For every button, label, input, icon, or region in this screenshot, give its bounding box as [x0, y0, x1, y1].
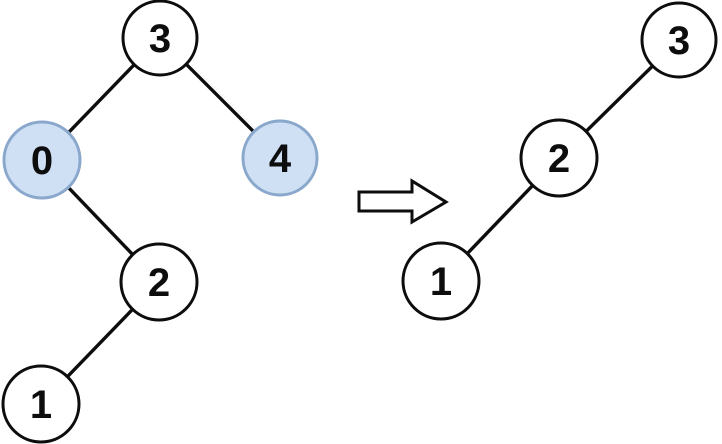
tree-node-r2: 2 [519, 118, 599, 198]
tree-node-l2: 2 [119, 242, 199, 322]
tree-node-l3: 3 [121, 0, 199, 77]
node-label-l4: 4 [269, 137, 292, 181]
tree-edge-r2-r1 [465, 183, 535, 256]
node-circle-l4 [241, 119, 319, 197]
tree-node-r1: 1 [401, 241, 481, 321]
node-circle-r1 [401, 241, 481, 321]
node-label-l3: 3 [149, 17, 171, 61]
node-circle-l3 [121, 0, 199, 77]
edges-layer [65, 62, 655, 379]
node-label-r2: 2 [548, 137, 570, 181]
tree-node-l1: 1 [1, 364, 81, 444]
node-circle-r2 [519, 118, 599, 198]
node-circle-l0 [2, 120, 82, 200]
tree-node-l4: 4 [241, 119, 319, 197]
node-circle-l1 [1, 364, 81, 444]
node-circle-l2 [119, 242, 199, 322]
tree-edge-r3-r2 [584, 64, 655, 134]
tree-edge-l3-l4 [184, 62, 256, 134]
tree-node-l0: 0 [2, 120, 82, 200]
node-label-l0: 0 [31, 139, 53, 183]
node-label-r1: 1 [430, 260, 452, 304]
tree-edge-l3-l0 [66, 62, 137, 135]
node-label-r3: 3 [668, 19, 690, 63]
tree-edge-l0-l2 [66, 185, 135, 257]
node-circle-r3 [640, 1, 718, 79]
arrow-layer [357, 178, 449, 225]
node-label-l1: 1 [30, 383, 52, 427]
tree-edge-l2-l1 [65, 307, 135, 379]
node-label-l2: 2 [148, 261, 170, 305]
tree-node-r3: 3 [640, 1, 718, 79]
transformation-arrow-icon [357, 178, 449, 225]
